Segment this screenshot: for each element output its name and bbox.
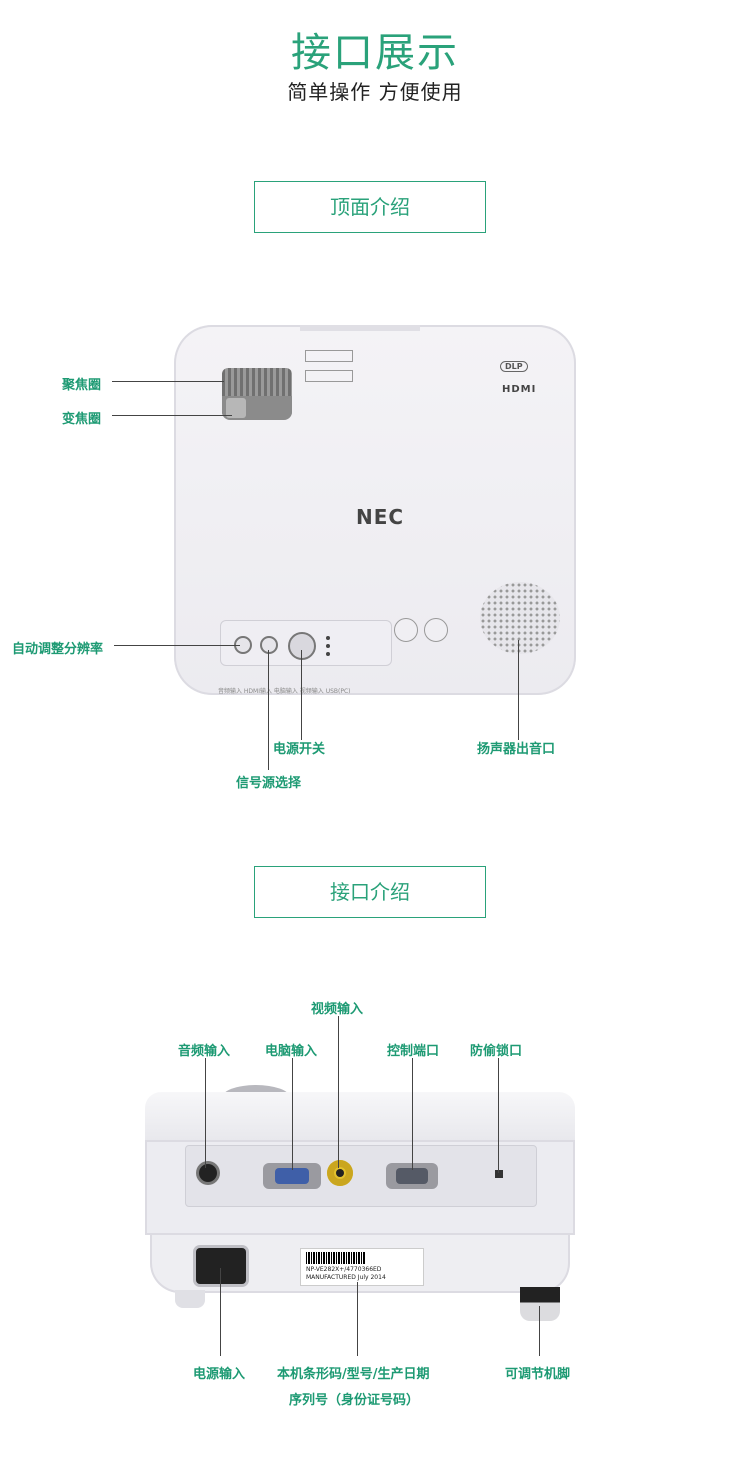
leader-line <box>338 1016 339 1168</box>
leader-line <box>220 1268 221 1356</box>
leader-line <box>301 650 302 740</box>
warning-icon <box>305 370 353 382</box>
source-button <box>260 636 278 654</box>
page-subtitle: 简单操作 方便使用 <box>287 80 463 104</box>
label-power-in: 电源输入 <box>193 1367 246 1382</box>
label-video-in: 视频输入 <box>311 1002 364 1017</box>
label-control-port: 控制端口 <box>387 1044 440 1059</box>
leader-line <box>268 650 269 770</box>
label-barcode-line2: 序列号（身份证号码） <box>289 1393 420 1408</box>
port-label-row: 音频输入 HDMI输入 电脑输入 视频输入 USB(PC) <box>218 688 351 695</box>
label-auto-adjust: 自动调整分辨率 <box>12 642 104 657</box>
section-heading-top: 顶面介绍 <box>254 181 486 233</box>
indicator-icon <box>326 644 330 648</box>
warning-icon <box>305 350 353 362</box>
label-power-switch: 电源开关 <box>273 742 326 757</box>
label-zoom-ring: 变焦圈 <box>62 412 102 427</box>
projector-back-image <box>145 1092 575 1147</box>
barcode-graphic <box>306 1252 366 1264</box>
top-edge <box>300 325 420 331</box>
label-source-select: 信号源选择 <box>236 776 302 791</box>
serial-connector-icon <box>396 1168 428 1184</box>
label-audio-in: 音频输入 <box>178 1044 231 1059</box>
rca-pin-icon <box>336 1169 344 1177</box>
vga-connector-icon <box>275 1168 309 1184</box>
leader-line <box>112 381 224 382</box>
emblem-icon <box>394 618 418 642</box>
power-in-port <box>196 1248 246 1284</box>
leader-line <box>412 1058 413 1170</box>
speaker-grille <box>480 582 560 654</box>
sticker-date: MANUFACTURED July 2014 <box>306 1274 386 1281</box>
label-focus-ring: 聚焦圈 <box>62 378 102 393</box>
leader-line <box>539 1306 540 1356</box>
label-pc-in: 电脑输入 <box>265 1044 318 1059</box>
foot-left <box>175 1290 205 1308</box>
dlp-logo: DLP <box>500 361 528 372</box>
leader-line <box>205 1058 206 1168</box>
leader-line <box>112 415 232 416</box>
zoom-tab-graphic <box>226 398 246 418</box>
hdmi-logo: HDMI <box>502 384 537 395</box>
label-adjust-foot: 可调节机脚 <box>505 1367 571 1382</box>
anti-theft-slot <box>495 1170 503 1178</box>
io-plate <box>185 1145 537 1207</box>
section-heading-ports: 接口介绍 <box>254 866 486 918</box>
page-title: 接口展示 <box>291 30 459 76</box>
leader-line <box>518 640 519 740</box>
label-speaker-out: 扬声器出音口 <box>477 742 556 757</box>
indicator-icon <box>326 636 330 640</box>
leader-line <box>292 1058 293 1170</box>
adjustable-foot <box>520 1287 560 1321</box>
leader-line <box>498 1058 499 1173</box>
brand-logo: NEC <box>355 505 405 529</box>
emblem-icon <box>424 618 448 642</box>
power-button <box>288 632 316 660</box>
leader-line <box>114 645 240 646</box>
label-anti-theft: 防偷锁口 <box>470 1044 523 1059</box>
indicator-icon <box>326 652 330 656</box>
label-barcode-line1: 本机条形码/型号/生产日期 <box>277 1367 430 1382</box>
audio-in-port <box>199 1164 217 1182</box>
sticker-model: NP-VE282X+/4770366ED <box>306 1266 382 1273</box>
leader-line <box>357 1282 358 1356</box>
